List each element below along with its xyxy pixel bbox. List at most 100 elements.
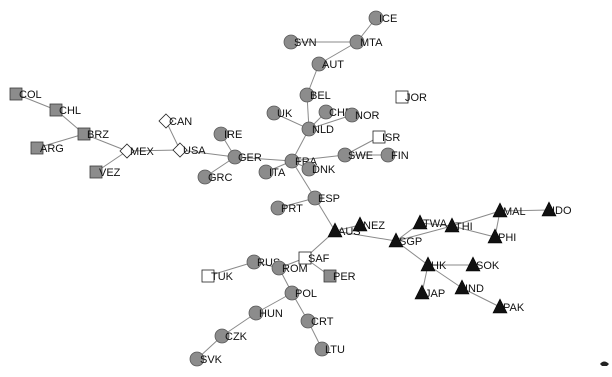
- node-label: ARG: [40, 143, 64, 155]
- node-usa: USA: [172, 142, 206, 158]
- node-nor: NOR: [344, 107, 380, 123]
- node-marker-square-white: [298, 251, 312, 265]
- node-label: VEZ: [99, 167, 121, 179]
- node-label: CHL: [59, 105, 81, 117]
- edge-col-chl: [15, 93, 57, 111]
- node-marker-circle: [300, 313, 316, 329]
- node-label: SGP: [399, 236, 422, 248]
- node-marker-circle: [349, 34, 365, 50]
- node-marker-circle: [299, 87, 315, 103]
- node-marker-square-gray: [323, 269, 337, 283]
- node-thi: THI: [444, 217, 473, 233]
- node-marker-circle: [380, 147, 396, 163]
- node-esp: ESP: [307, 190, 340, 206]
- node-marker-circle: [271, 260, 287, 276]
- node-per: PER: [323, 269, 356, 283]
- node-svk: SVK: [189, 351, 223, 367]
- node-label: PHI: [498, 232, 516, 244]
- node-label: PRT: [281, 203, 303, 215]
- node-marker-triangle: [444, 217, 460, 233]
- node-mta: MTA: [349, 34, 383, 50]
- edge-brz-mex: [83, 133, 128, 152]
- edge-nor-nld: [308, 114, 353, 130]
- node-label: CRT: [311, 316, 334, 328]
- node-label: LTU: [325, 344, 345, 356]
- node-marker-diamond: [158, 113, 174, 129]
- node-label: CZK: [225, 331, 248, 343]
- node-hk: HK: [420, 256, 447, 272]
- node-label: TWA: [423, 218, 448, 230]
- node-label: DNK: [312, 164, 336, 176]
- node-label: ICE: [379, 13, 397, 25]
- node-marker-diamond: [172, 142, 188, 158]
- node-marker-square-white: [372, 130, 386, 144]
- node-crt: CRT: [300, 313, 334, 329]
- node-marker-square-gray: [77, 127, 91, 141]
- node-marker-circle: [248, 305, 264, 321]
- node-marker-triangle: [414, 284, 430, 300]
- node-czk: CZK: [214, 328, 248, 344]
- node-label: MTA: [360, 37, 383, 49]
- node-marker-square-gray: [89, 165, 103, 179]
- node-marker-circle: [227, 149, 243, 165]
- node-label: USA: [183, 145, 206, 157]
- node-bel: BEL: [299, 87, 331, 103]
- edge-fra-swe: [291, 154, 346, 162]
- node-marker-circle: [301, 121, 317, 137]
- edge-usa-ger: [179, 149, 236, 158]
- node-marker-circle: [307, 190, 323, 206]
- node-marker-square-gray: [9, 87, 23, 101]
- node-marker-triangle: [327, 222, 343, 238]
- edge-sgp-thi: [395, 225, 453, 242]
- node-marker-triangle: [541, 201, 557, 217]
- node-rom: ROM: [271, 260, 308, 276]
- node-nez: NEZ: [352, 216, 385, 232]
- node-can: CAN: [158, 113, 192, 129]
- node-label: IND: [465, 283, 484, 295]
- edge-mex-usa: [126, 149, 181, 152]
- edge-rus-tuk: [207, 261, 255, 277]
- node-label: SOK: [476, 260, 500, 272]
- node-mex: MEX: [119, 143, 155, 159]
- edge-arg-brz: [36, 133, 85, 149]
- edge-twa-thi: [419, 222, 453, 227]
- node-marker-triangle: [492, 298, 508, 314]
- node-label: ROM: [282, 263, 308, 275]
- node-ice: ICE: [368, 10, 397, 26]
- node-label: PER: [333, 271, 356, 283]
- node-label: ESP: [318, 193, 340, 205]
- node-marker-triangle: [465, 256, 481, 272]
- node-label: NEZ: [363, 220, 385, 232]
- edge-mal-ido: [499, 209, 550, 212]
- node-col: COL: [9, 87, 42, 101]
- node-label: SVK: [200, 354, 223, 366]
- node-ido: IDO: [541, 201, 572, 217]
- node-ltu: LTU: [314, 341, 345, 357]
- node-label: PAK: [503, 302, 525, 314]
- node-marker-circle: [337, 147, 353, 163]
- node-marker-triangle: [420, 256, 436, 272]
- node-label: AUT: [322, 59, 344, 71]
- node-ire: IRE: [213, 126, 242, 142]
- logo-mark: [600, 361, 609, 366]
- node-arg: ARG: [30, 141, 64, 155]
- node-isr: ISR: [372, 130, 400, 144]
- node-marker-circle: [284, 153, 300, 169]
- node-mal: MAL: [492, 202, 526, 218]
- node-label: COL: [19, 89, 42, 101]
- node-marker-triangle: [487, 228, 503, 244]
- node-vez: VEZ: [89, 165, 121, 179]
- node-label: JOR: [405, 92, 427, 104]
- node-label: MAL: [503, 206, 526, 218]
- node-uk: UK: [266, 105, 293, 121]
- node-label: UK: [277, 108, 293, 120]
- edge-aus-sgp: [334, 230, 397, 242]
- node-label: GRC: [208, 172, 233, 184]
- node-marker-square-gray: [49, 103, 63, 117]
- edge-ger-fra: [234, 156, 293, 162]
- node-prt: PRT: [270, 200, 303, 216]
- node-label: THI: [455, 221, 473, 233]
- node-marker-square-white: [201, 269, 215, 283]
- node-label: SWE: [348, 150, 373, 162]
- node-label: NLD: [312, 124, 334, 136]
